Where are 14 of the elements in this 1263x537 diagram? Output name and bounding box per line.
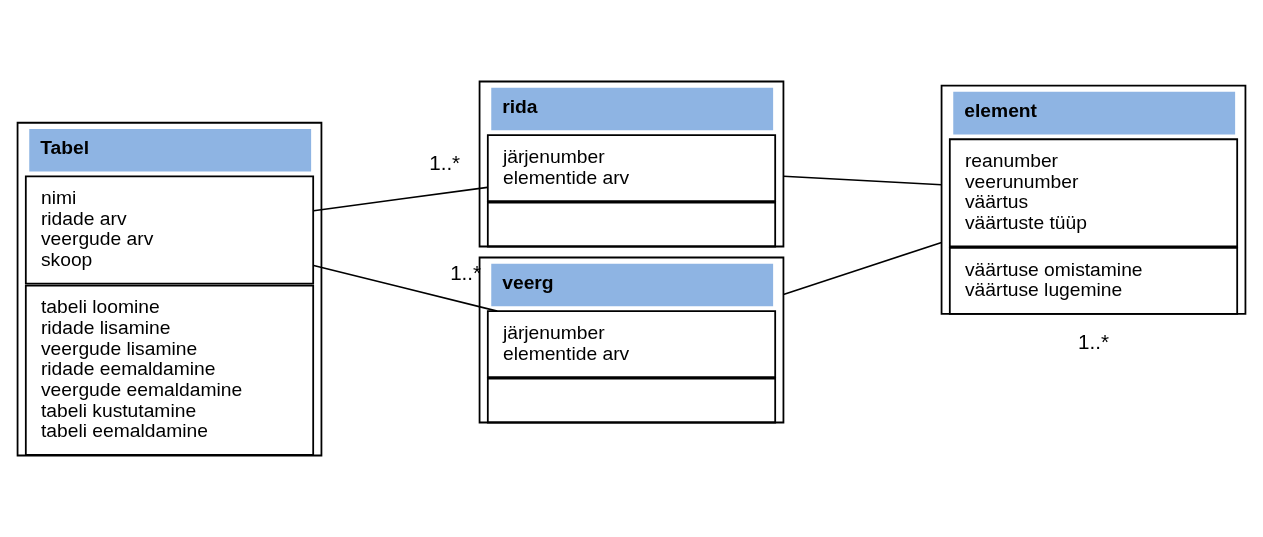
- node-box: tabeli loomine ridade lisamine veergude lisamine ridade eemaldamine veergude eemaldamine tabeli kustutamine tabeli eemaldamine: [24, 284, 315, 456]
- node-box: [486, 377, 777, 424]
- connector: [782, 175, 943, 186]
- connector: [782, 241, 943, 296]
- connector: [312, 186, 489, 212]
- connector: [312, 264, 499, 312]
- node-box: reanumber veerunumber väärtus väärtuste tüüp: [948, 138, 1239, 248]
- label: 1..*: [1078, 329, 1109, 353]
- node-box: järjenumber elementide arv: [486, 134, 777, 203]
- node-box: järjenumber elementide arv: [486, 310, 777, 379]
- node-box: [486, 201, 777, 248]
- node-box: nimi ridade arv veergude arv skoop: [24, 175, 315, 285]
- node-box: väärtuse omistamine väärtuse lugemine: [948, 247, 1239, 315]
- edge-label: 1..*: [429, 151, 461, 175]
